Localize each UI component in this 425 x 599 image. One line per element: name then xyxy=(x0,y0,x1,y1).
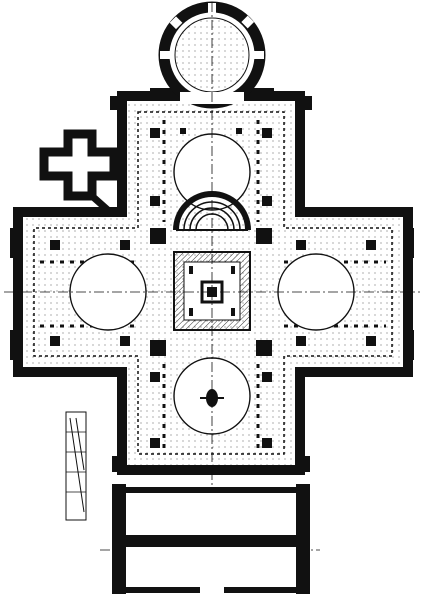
piers xyxy=(50,128,376,448)
buttresses xyxy=(10,88,414,472)
northwest-cross-chapel xyxy=(39,129,119,215)
central-crossing xyxy=(173,251,251,331)
stepped-semicircle xyxy=(173,191,251,231)
entrance-narthex xyxy=(112,484,310,595)
scale-bar xyxy=(65,411,87,521)
